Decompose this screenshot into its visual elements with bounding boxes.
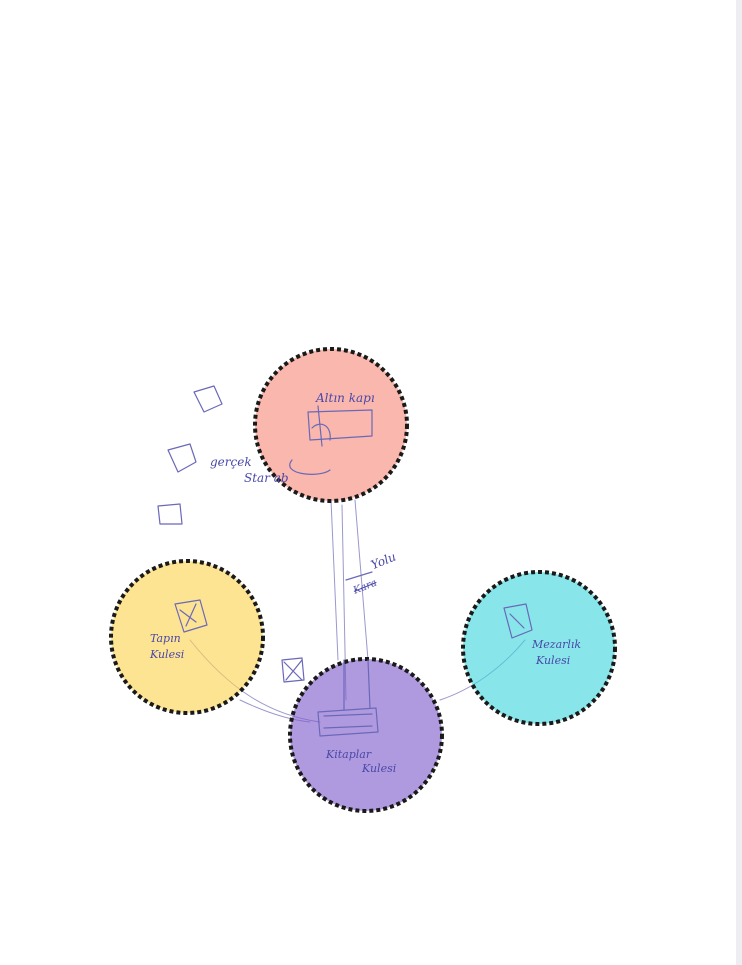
- path-label-group: Kara Yolu: [351, 550, 398, 598]
- path-top-center-a: [330, 499, 339, 661]
- top-gate-sketch: [289, 405, 373, 475]
- doodle-1: [193, 385, 223, 413]
- label-top-line1: Altın kapı: [315, 391, 375, 405]
- node-center-circle: [288, 657, 444, 813]
- label-center-line2: Kulesi: [361, 762, 396, 775]
- node-right-circle: [461, 570, 617, 726]
- margin-doodles: [157, 385, 305, 683]
- label-left-line1: Tapın: [150, 632, 181, 645]
- path-label-struck: Kara: [351, 577, 378, 597]
- doodle-3: [157, 503, 183, 525]
- label-right-line1: Mezarlık: [531, 638, 581, 651]
- side-note-line1: gerçek: [210, 455, 252, 469]
- right-tower-sketch: [503, 603, 533, 639]
- doodle-2: [167, 443, 197, 473]
- node-left-circle: [109, 559, 265, 715]
- center-book-sketch: [317, 659, 379, 737]
- label-left-line2: Kulesi: [149, 648, 184, 661]
- label-right-line2: Kulesi: [535, 654, 570, 667]
- path-label-strike: [345, 571, 373, 581]
- node-top-circle: [253, 347, 409, 503]
- left-tower-sketch: [174, 599, 208, 633]
- doodle-x-box: [281, 657, 305, 683]
- path-label: Yolu: [369, 550, 398, 573]
- label-center-line1: Kitaplar: [325, 748, 372, 761]
- paper-edge: [736, 0, 742, 965]
- side-note-line2: Star ab: [244, 471, 289, 485]
- path-top-center-b: [354, 499, 369, 661]
